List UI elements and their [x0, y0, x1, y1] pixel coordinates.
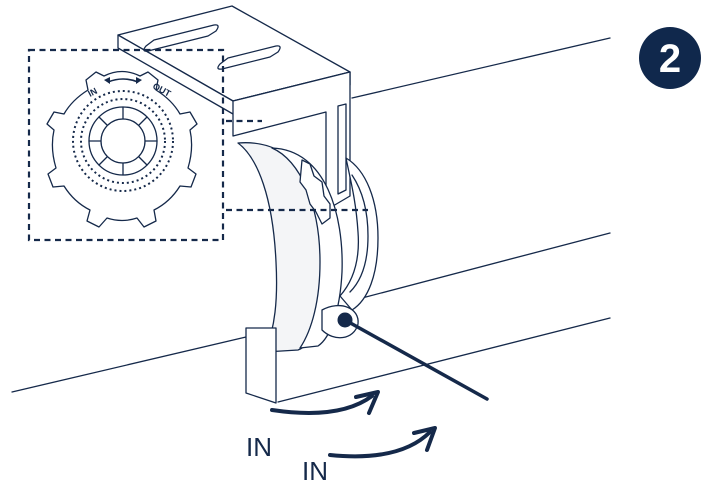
knob-dot-ring-inner: [80, 98, 166, 184]
detail-inset-box: [27, 48, 225, 242]
clamp-tab-detail: [349, 174, 369, 293]
bracket-lower-leg: [245, 327, 277, 404]
bracket-inner-edge: [337, 103, 347, 195]
step-badge: 2: [639, 27, 701, 89]
knob-dot-ring-outer: [72, 90, 174, 192]
arrow-label-in-2: IN: [302, 456, 328, 486]
direction-arrows: IN IN: [246, 390, 437, 486]
pipe-middle-line-right: [361, 232, 611, 299]
knob-spoke-tr: [138, 116, 148, 126]
detail-knob: IN OUT: [46, 70, 198, 228]
pointer-line: [343, 318, 489, 401]
curved-arrow-head-1: [354, 390, 380, 415]
pipe: [11, 37, 611, 403]
knob-spoke-tl: [98, 116, 108, 126]
pipe-bottom-line-left: [11, 336, 247, 393]
step-number: 2: [659, 37, 681, 81]
clamp-ring: [237, 142, 379, 353]
rotation-arrow-head-left: [104, 77, 110, 84]
curved-arrow-head-2: [412, 426, 437, 452]
knob-spoke-br: [138, 156, 148, 166]
knob-spoke-bl: [98, 156, 108, 166]
rotation-arrow-head-right: [136, 77, 142, 84]
bracket-slot-1: [143, 24, 219, 52]
step-badge-circle: [639, 27, 701, 89]
clamp-teeth: [299, 159, 331, 225]
knob-center-hole: [100, 118, 146, 164]
pointer-dot: [337, 312, 353, 328]
bracket-slot-2: [217, 45, 281, 70]
detail-label-in: IN: [86, 86, 99, 99]
pipe-top-line-right: [351, 37, 611, 99]
rotation-arrow-icon: [107, 78, 139, 83]
arrow-label-in-1: IN: [246, 432, 272, 462]
curved-arrow-icon: [270, 394, 374, 415]
curved-arrow-icon: [328, 430, 432, 459]
pipe-bottom-line-right: [277, 317, 611, 403]
